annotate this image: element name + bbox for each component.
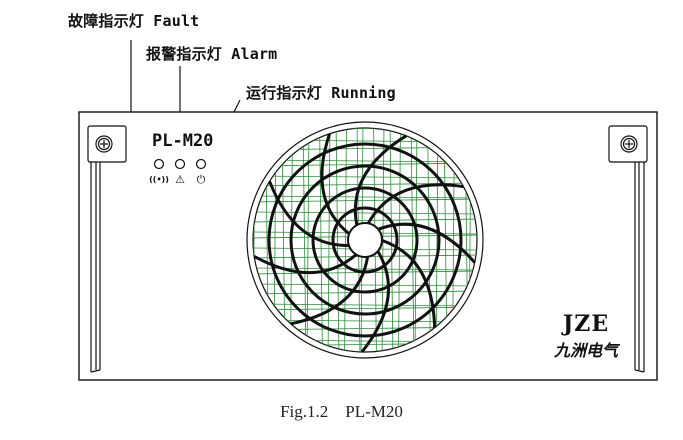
fault-indicator-label: 故障指示灯 Fault — [68, 12, 200, 30]
right-handle — [608, 125, 648, 373]
running-power-icon: ⏻ — [197, 173, 206, 186]
figure-number: Fig.1.2 — [280, 402, 329, 421]
alarm-indicator-label: 报警指示灯 Alarm — [146, 45, 278, 63]
brand-logo: JZE — [561, 311, 609, 337]
alarm-warning-icon: ⚠ — [175, 173, 185, 186]
panel-model-label: PL-M20 — [152, 131, 213, 151]
cooling-fan — [246, 121, 484, 359]
fault-wave-icon: ((•)) — [149, 175, 169, 184]
right-screw-icon — [620, 135, 638, 153]
left-screw-icon — [95, 135, 113, 153]
indicator-leds — [153, 158, 207, 170]
figure-caption: Fig.1.2 PL-M20 — [0, 402, 683, 422]
figure-model: PL-M20 — [345, 402, 403, 421]
left-handle — [87, 125, 127, 373]
running-led — [195, 158, 207, 170]
running-indicator-label: 运行指示灯 Running — [246, 84, 396, 102]
brand-chinese-name: 九洲电气 — [553, 341, 621, 360]
fan-hub — [347, 222, 383, 258]
alarm-led — [174, 158, 186, 170]
fault-led — [153, 158, 165, 170]
